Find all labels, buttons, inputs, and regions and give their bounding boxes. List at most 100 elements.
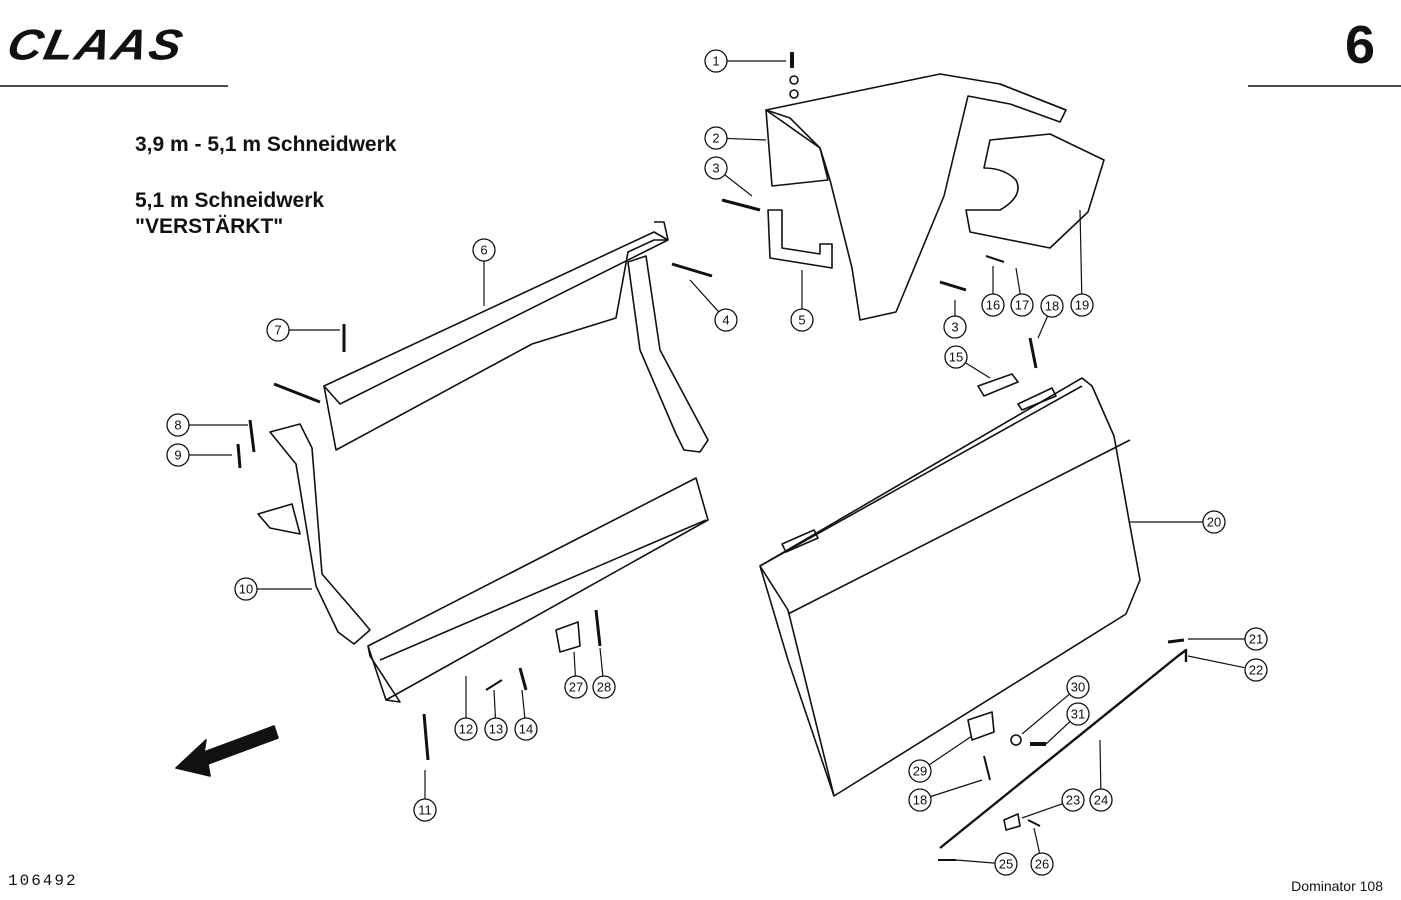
title-line-2: 5,1 m Schneidwerk — [135, 189, 325, 212]
callout-number: 2 — [712, 131, 719, 146]
callout-number: 17 — [1015, 298, 1029, 313]
callout-circle — [704, 49, 728, 73]
callout-number: 13 — [489, 722, 503, 737]
callout-circle — [413, 798, 437, 822]
callout-circle — [704, 126, 728, 150]
callout-number: 3 — [712, 161, 719, 176]
part-15-hinge-3 — [781, 529, 819, 553]
callout-number: 19 — [1075, 298, 1089, 313]
callout-circle — [1066, 702, 1090, 726]
callout-leader — [965, 362, 991, 379]
callout-number: 27 — [569, 680, 583, 695]
callout-circle — [1061, 788, 1085, 812]
part-3-bolt-b — [939, 280, 967, 292]
part-30-washer — [1010, 734, 1022, 746]
callout-circle — [1244, 627, 1268, 651]
callout-circle — [1070, 293, 1094, 317]
callout-number: 10 — [239, 582, 253, 597]
callout-leader — [689, 279, 720, 313]
part-3-bolt-a — [721, 198, 761, 212]
part-21-pin — [1167, 638, 1185, 644]
part-4-bolt — [671, 262, 713, 278]
callout-number: 4 — [722, 313, 729, 328]
callout-circle — [454, 717, 478, 741]
part-2-shield-edge — [999, 83, 1067, 111]
part-1-nut — [789, 89, 799, 99]
part-24-rod — [939, 648, 1188, 849]
callout-leader — [724, 174, 753, 197]
callout-number: 9 — [174, 448, 181, 463]
callout-number: 18 — [1045, 299, 1059, 314]
part-12-rail — [367, 477, 709, 703]
callout-circle — [944, 345, 968, 369]
callout-circle — [564, 675, 588, 699]
callout-leader — [1045, 721, 1071, 745]
part-26-pin — [1027, 819, 1041, 827]
callout-leader — [1099, 739, 1102, 790]
callout-leader — [493, 689, 497, 719]
callout-number: 20 — [1207, 515, 1221, 530]
callout-circle — [234, 577, 258, 601]
callout-number: 14 — [519, 722, 533, 737]
callout-circle — [790, 308, 814, 332]
callout-number: 16 — [986, 298, 1000, 313]
callout-leader — [955, 859, 996, 864]
callout-number: 15 — [949, 350, 963, 365]
callout-circle — [1066, 675, 1090, 699]
callout-circle — [166, 413, 190, 437]
callout-number: 21 — [1249, 632, 1263, 647]
callout-number: 7 — [274, 323, 281, 338]
part-15-hinge — [977, 373, 1019, 397]
part-18-bolt — [1028, 337, 1038, 369]
callout-leader — [928, 735, 973, 766]
callout-number: 26 — [1035, 857, 1049, 872]
callout-circle — [714, 308, 738, 332]
callout-circle — [472, 238, 496, 262]
part-13-pin — [485, 679, 503, 691]
callout-circle — [994, 852, 1018, 876]
callout-circle — [1244, 658, 1268, 682]
callout-leader — [1021, 803, 1063, 819]
callout-number: 1 — [712, 54, 719, 69]
part-27-bracket — [555, 621, 581, 653]
part-7-bolt-b — [273, 382, 321, 404]
callout-number: 12 — [459, 722, 473, 737]
document-number: 106492 — [8, 872, 78, 890]
callout-leader — [521, 689, 526, 719]
callout-leader — [726, 137, 767, 141]
callout-number: 22 — [1249, 663, 1263, 678]
part-6-beam-web — [323, 239, 668, 451]
callout-number: 8 — [174, 418, 181, 433]
part-2-shield-front — [765, 109, 829, 187]
part-6-tab — [654, 221, 669, 241]
callout-leader — [1021, 693, 1070, 735]
model-name: Dominator 108 — [1291, 878, 1383, 894]
callout-leader — [599, 647, 604, 677]
part-15-hinge-2 — [1017, 387, 1057, 411]
callout-circle — [266, 318, 290, 342]
callout-circle — [908, 759, 932, 783]
callout-leader — [930, 779, 983, 798]
direction-arrow — [175, 725, 279, 777]
callout-circle — [943, 315, 967, 339]
part-11-bolt — [422, 713, 430, 761]
callout-number: 23 — [1066, 793, 1080, 808]
callout-leader — [573, 651, 576, 677]
callout-leader — [1187, 655, 1246, 669]
callout-number: 25 — [999, 857, 1013, 872]
callout-circle — [981, 293, 1005, 317]
callout-number: 11 — [418, 803, 432, 818]
part-6-leg — [627, 255, 709, 453]
callout-number: 30 — [1071, 680, 1085, 695]
callout-number: 5 — [798, 313, 805, 328]
part-20-panel-lines — [759, 385, 1131, 797]
part-8-bolt — [248, 419, 256, 453]
callout-circle — [1030, 852, 1054, 876]
callout-circle — [592, 675, 616, 699]
title-line-3: "VERSTÄRKT" — [135, 215, 284, 238]
part-5-bracket — [767, 209, 833, 269]
callout-leader — [1033, 827, 1041, 854]
part-18-bolt-b — [983, 755, 991, 781]
